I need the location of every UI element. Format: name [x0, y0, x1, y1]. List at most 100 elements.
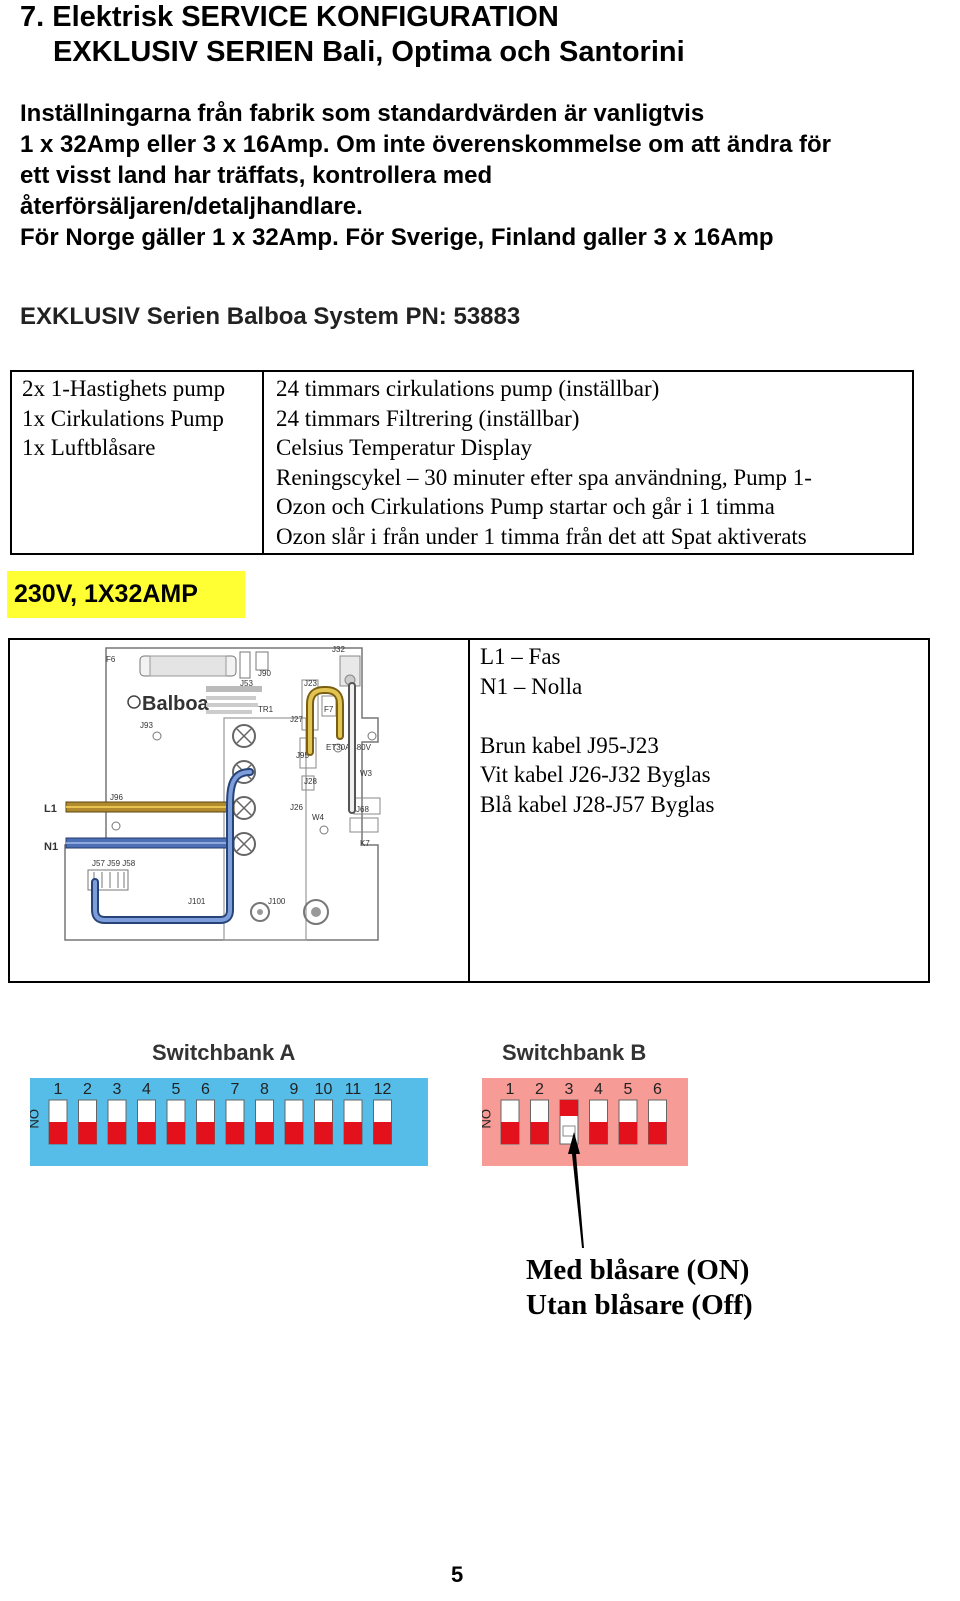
pointer-arrow: [568, 1132, 584, 1248]
board-label: F6: [106, 655, 116, 664]
dip-switch-b-5[interactable]: [618, 1099, 638, 1145]
switch-number-b-2: 2: [535, 1081, 544, 1098]
wiring-note: Blå kabel J28-J57 Byglas: [480, 791, 715, 817]
switch-number-a-9: 9: [290, 1081, 299, 1098]
switch-number-a-4: 4: [142, 1081, 151, 1098]
board-label: J57 J59 J58: [92, 859, 136, 868]
wiring-note: Brun kabel J95-J23: [480, 732, 659, 758]
spec-feature: Reningscykel – 30 minuter efter spa anvä…: [276, 464, 812, 490]
switchbank-a-on-label: ON: [30, 1109, 42, 1129]
switch-number-a-8: 8: [260, 1081, 269, 1098]
intro-paragraph: Inställningarna från fabrik som standard…: [20, 98, 831, 253]
board-label-l1: L1: [44, 803, 57, 815]
spec-features: 24 timmars cirkulations pump (inställbar…: [264, 372, 912, 553]
dip-switch-b-3[interactable]: [559, 1099, 579, 1145]
spec-components: 2x 1-Hastighets pump 1x Cirkulations Pum…: [12, 372, 264, 553]
board-label: J32: [332, 645, 345, 654]
wiring-note: Vit kabel J26-J32 Byglas: [480, 762, 711, 787]
wiring-note: [480, 701, 714, 731]
board-label: W4: [312, 813, 325, 822]
board-label: J68: [356, 805, 369, 814]
board-label: J95: [296, 751, 309, 760]
switch-number-b-3: 3: [565, 1081, 574, 1098]
wiring-panel: Balboa F6 J53 J90 J32 J23 F7 J27 J95 TR1…: [8, 638, 930, 983]
switch-number-b-4: 4: [594, 1081, 603, 1098]
dip-switch-a-8[interactable]: [255, 1099, 274, 1145]
board-label: J27: [290, 715, 303, 724]
dip-switch-a-12[interactable]: [373, 1099, 392, 1145]
blower-off-label: Utan blåsare (Off): [526, 1289, 753, 1321]
switch-number-b-6: 6: [653, 1081, 662, 1098]
switch-number-a-1: 1: [54, 1081, 63, 1098]
title-line-1: 7. Elektrisk SERVICE KONFIGURATION: [20, 1, 559, 33]
dip-switch-a-4[interactable]: [137, 1099, 156, 1145]
dip-switch-a-9[interactable]: [284, 1099, 304, 1145]
board-label: J28: [304, 777, 317, 786]
spec-item: 2x 1-Hastighets pump: [22, 376, 226, 401]
blower-labels: Med blåsare (ON) Utan blåsare (Off): [526, 1253, 753, 1323]
dip-switch-b-4[interactable]: [589, 1099, 608, 1145]
spec-table: 2x 1-Hastighets pump 1x Cirkulations Pum…: [10, 370, 914, 555]
intro-line: 1 x 32Amp eller 3 x 16Amp. Om inte övere…: [20, 131, 831, 158]
dip-switch-a-1[interactable]: [48, 1099, 68, 1145]
switch-number-a-3: 3: [113, 1081, 122, 1098]
switch-number-a-10: 10: [315, 1081, 333, 1098]
dip-switch-a-2[interactable]: [78, 1099, 97, 1145]
dip-switch-a-5[interactable]: [166, 1099, 186, 1145]
board-label-n1: N1: [44, 841, 58, 853]
wiring-notes: L1 – Fas N1 – Nolla Brun kabel J95-J23 V…: [480, 642, 714, 819]
switchbank-b-on-label: ON: [482, 1109, 494, 1129]
spec-feature: 24 timmars Filtrering (inställbar): [276, 405, 580, 431]
switch-number-a-12: 12: [374, 1081, 392, 1098]
switch-number-a-2: 2: [83, 1081, 92, 1098]
dip-switch-b-1[interactable]: [500, 1099, 520, 1145]
board-label: J96: [110, 793, 123, 802]
spec-item: 1x Cirkulations Pump: [22, 405, 224, 431]
switchbank-b: Switchbank B ON 1 2 3 4 5 6: [482, 1033, 702, 1171]
board-label: J90: [258, 669, 271, 678]
switch-number-a-5: 5: [172, 1081, 181, 1098]
intro-line: återförsäljaren/detaljhandlare.: [20, 193, 363, 220]
page-title: 7. Elektrisk SERVICE KONFIGURATION EXKLU…: [20, 0, 685, 70]
board-label: J26: [290, 803, 303, 812]
wiring-divider: [468, 640, 470, 981]
spec-feature: Ozon slår i från under 1 timma från det …: [276, 523, 807, 549]
switch-number-b-1: 1: [506, 1081, 515, 1098]
spec-feature: 24 timmars cirkulations pump (inställbar…: [276, 376, 660, 401]
wiring-note: L1 – Fas: [480, 644, 561, 669]
brand-logo: Balboa: [142, 693, 210, 715]
dip-switch-a-10[interactable]: [314, 1099, 333, 1145]
system-heading: EXKLUSIV Serien Balboa System PN: 53883: [20, 303, 521, 330]
intro-line: ett visst land har träffats, kontrollera…: [20, 162, 493, 189]
dip-switch-a-3[interactable]: [107, 1099, 127, 1145]
circuit-board-diagram: Balboa F6 J53 J90 J32 J23 F7 J27 J95 TR1…: [44, 645, 381, 941]
dip-switch-a-11[interactable]: [343, 1099, 363, 1145]
board-label: J53: [240, 679, 253, 688]
board-label: J101: [188, 897, 206, 906]
switch-number-a-11: 11: [345, 1081, 362, 1098]
board-label: J100: [268, 897, 286, 906]
board-label: J93: [140, 721, 153, 730]
voltage-badge: 230V, 1X32AMP: [7, 571, 245, 618]
wiring-note: N1 – Nolla: [480, 673, 583, 699]
switchbank-b-title: Switchbank B: [502, 1040, 646, 1065]
page-number: 5: [451, 1562, 464, 1587]
board-label: J23: [304, 679, 317, 688]
title-line-2: EXKLUSIV SERIEN Bali, Optima och Santori…: [53, 36, 685, 68]
spec-feature: Ozon och Cirkulations Pump startar och g…: [276, 494, 775, 519]
intro-line: För Norge gäller 1 x 32Amp. För Sverige,…: [20, 224, 774, 251]
board-label: TR1: [258, 705, 274, 714]
switch-number-b-5: 5: [624, 1081, 633, 1098]
dip-switch-a-7[interactable]: [225, 1099, 245, 1145]
dip-switch-b-6[interactable]: [648, 1099, 667, 1145]
dip-switch-b-2[interactable]: [530, 1099, 549, 1145]
dip-switch-a-6[interactable]: [196, 1099, 215, 1145]
board-label: K7: [360, 839, 370, 848]
spec-feature: Celsius Temperatur Display: [276, 435, 533, 460]
switchbank-a-title: Switchbank A: [152, 1040, 296, 1065]
board-label: W3: [360, 769, 373, 778]
switch-number-a-6: 6: [201, 1081, 210, 1098]
switch-number-a-7: 7: [231, 1081, 240, 1098]
intro-line: Inställningarna från fabrik som standard…: [20, 100, 705, 127]
